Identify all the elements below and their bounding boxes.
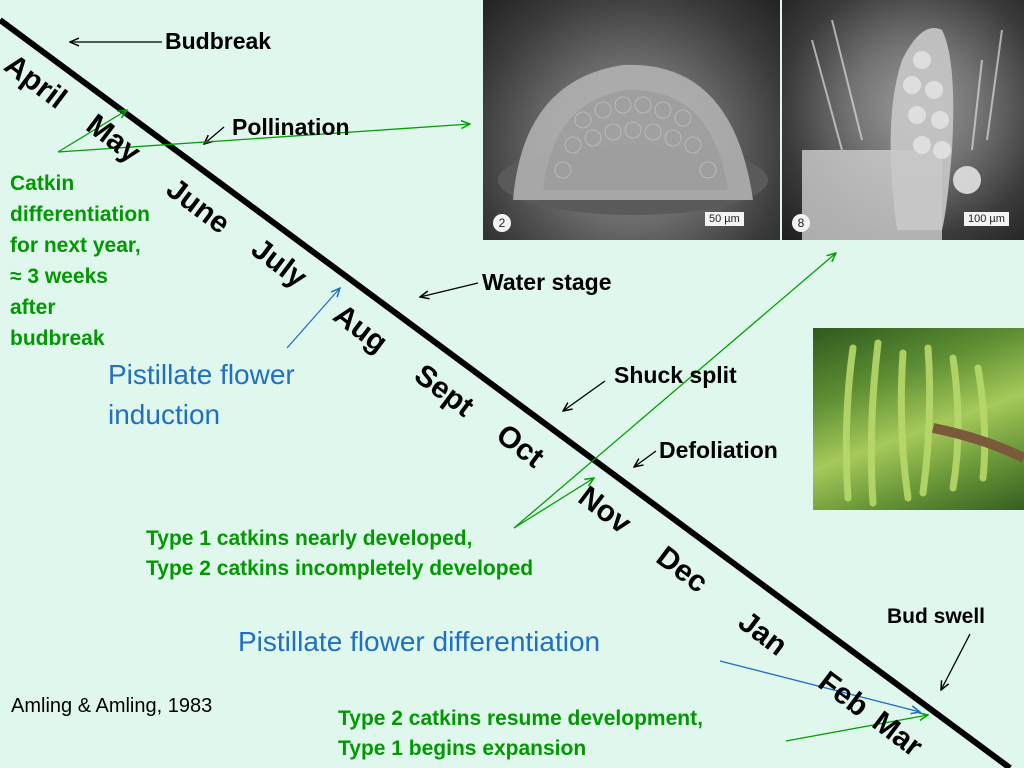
bud-swell-label: Bud swell <box>887 605 986 628</box>
catkin-diff-text: Catkin differentiation for next year, ≈ … <box>10 168 150 354</box>
photo1-scale: 50 µm <box>705 212 744 226</box>
shuck-split-label: Shuck split <box>614 362 737 388</box>
type1-arrow-long <box>513 253 836 529</box>
differentiation-arrow <box>719 660 920 712</box>
catkin-diff-line-6: budbreak <box>10 327 105 350</box>
catkin-diff-arrow-right <box>57 124 470 153</box>
pistillate-induction-line-2: induction <box>108 399 221 430</box>
sem-dome-illustration <box>498 64 768 215</box>
pollination-arrow <box>204 126 225 144</box>
type1-line-2: Type 2 catkins incompletely developed <box>146 557 534 580</box>
type2-text: Type 2 catkins resume development, Type … <box>338 704 703 764</box>
pollination-label: Pollination <box>232 114 350 140</box>
defoliation-arrow <box>634 450 657 467</box>
bud-swell-arrow <box>941 633 971 690</box>
type2-line-1: Type 2 catkins resume development, <box>338 707 703 730</box>
type2-line-2: Type 1 begins expansion <box>338 737 587 760</box>
pistillate-differentiation-label: Pistillate flower differentiation <box>238 626 601 657</box>
water-stage-label: Water stage <box>482 269 612 295</box>
shuck-split-arrow <box>563 380 606 411</box>
catkin-diff-arrow-up <box>57 110 127 153</box>
photo2-scale: 100 µm <box>964 212 1009 226</box>
catkin-diff-line-1: Catkin <box>10 172 75 195</box>
pistillate-induction-line-1: Pistillate flower <box>108 359 295 390</box>
sem-catkin-illustration <box>802 19 1003 240</box>
pistillate-induction-text: Pistillate flower induction <box>108 355 295 435</box>
sem-photo-dome: 2 50 µm <box>483 0 780 240</box>
citation-label: Amling & Amling, 1983 <box>11 695 213 717</box>
water-stage-arrow <box>420 282 479 297</box>
type1-text: Type 1 catkins nearly developed, Type 2 … <box>146 524 533 584</box>
catkin-diff-line-5: after <box>10 296 56 319</box>
catkin-diff-line-4: ≈ 3 weeks <box>10 265 108 288</box>
type1-line-1: Type 1 catkins nearly developed, <box>146 527 473 550</box>
photo2-number: 8 <box>792 214 810 232</box>
sem-photo-catkin: 8 100 µm <box>782 0 1024 240</box>
catkin-diff-line-2: differentiation <box>10 203 150 226</box>
defoliation-label: Defoliation <box>659 437 778 463</box>
catkin-diff-line-3: for next year, <box>10 234 141 257</box>
catkin-photo <box>813 328 1024 510</box>
induction-arrow <box>286 288 340 349</box>
catkin-illustration <box>842 339 1024 507</box>
budbreak-label: Budbreak <box>165 28 272 54</box>
photo1-number: 2 <box>493 214 511 232</box>
type1-arrow-short <box>513 478 594 529</box>
type2-arrow <box>785 715 928 742</box>
